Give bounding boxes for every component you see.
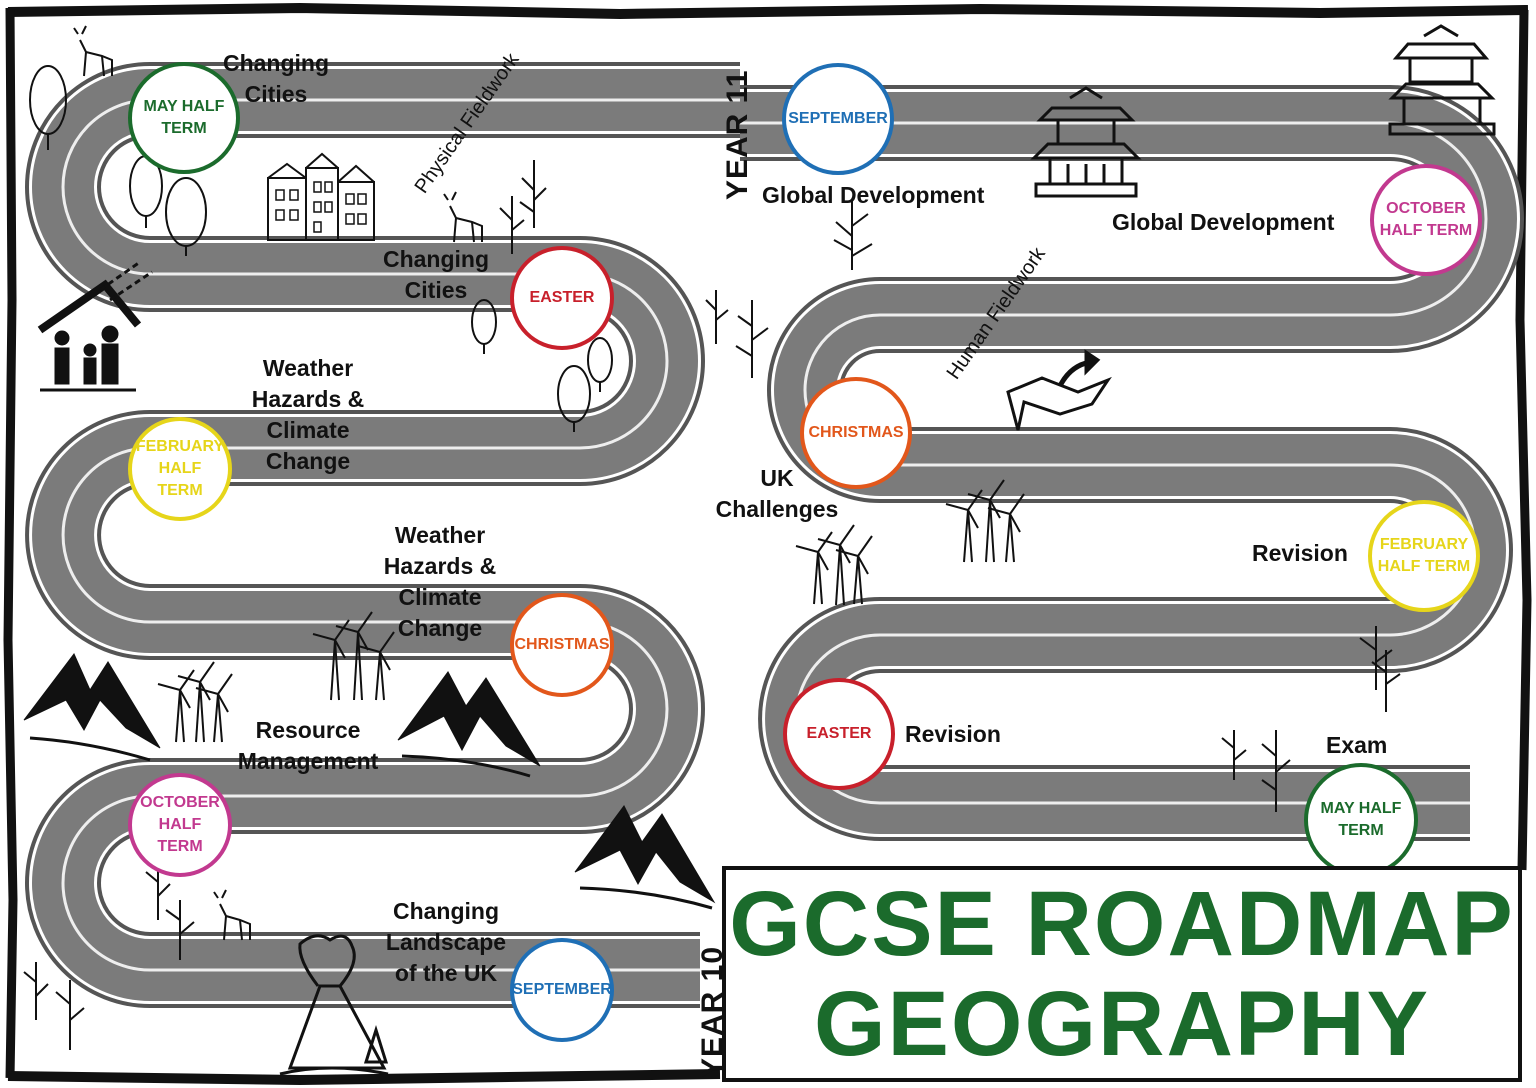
topic-exam: Exam bbox=[1326, 730, 1387, 761]
milestone-label: HALF TERM bbox=[1379, 222, 1473, 239]
topic-line: Change bbox=[397, 615, 483, 641]
topic-resource-management: Resource Management bbox=[218, 715, 398, 777]
topic-line: Revision bbox=[905, 721, 1001, 747]
topic-line: Changing bbox=[222, 50, 330, 76]
pagoda-icon bbox=[1030, 86, 1142, 198]
wind-turbine-icon bbox=[157, 479, 1025, 743]
topic-line: Change bbox=[265, 448, 351, 474]
milestone-y10-september: SEPTEMBER bbox=[510, 938, 614, 1042]
milestone-label: CHRISTMAS bbox=[514, 636, 610, 653]
topic-line: Weather bbox=[262, 355, 354, 381]
topic-changing-cities-2: Changing Cities bbox=[368, 244, 504, 306]
topic-line: Weather bbox=[394, 522, 486, 548]
milestone-label: EASTER bbox=[529, 289, 595, 306]
pagoda-icon bbox=[1388, 24, 1496, 136]
topic-weather-hazards-2: Weather Hazards & Climate Change bbox=[370, 520, 510, 644]
topic-changing-cities-1: Changing Cities bbox=[208, 48, 344, 110]
topic-line: Climate bbox=[266, 417, 350, 443]
topic-line: Cities bbox=[404, 277, 468, 303]
family-house-icon bbox=[37, 260, 153, 392]
milestone-label: MAY HALF bbox=[1320, 800, 1402, 817]
milestone-label: MAY HALF bbox=[143, 98, 225, 115]
milestone-y11-september: SEPTEMBER bbox=[782, 63, 894, 175]
topic-line: Cities bbox=[244, 81, 308, 107]
milestone-y10-october: OCTOBER HALF TERM bbox=[128, 773, 232, 877]
page-frame bbox=[3, 2, 1532, 1086]
milestone-label: OCTOBER bbox=[1386, 200, 1466, 217]
topic-line: Challenges bbox=[715, 496, 839, 522]
milestone-label: HALF TERM bbox=[1377, 558, 1471, 575]
mountain-icon bbox=[23, 653, 716, 910]
milestone-y10-may: MAY HALF TERM bbox=[128, 62, 240, 174]
topic-global-development-2: Global Development bbox=[1112, 207, 1334, 238]
topic-changing-landscape: Changing Landscape of the UK bbox=[368, 896, 524, 989]
year10-road bbox=[25, 62, 740, 1008]
title-line-1: GCSE ROADMAP bbox=[729, 873, 1515, 975]
milestone-y11-may: MAY HALF TERM bbox=[1304, 763, 1418, 877]
milestone-label: OCTOBER bbox=[140, 794, 220, 811]
milestone-y10-february: FEBRUARY HALF TERM bbox=[128, 417, 232, 521]
topic-line: Hazards & bbox=[383, 553, 497, 579]
milestone-y11-october: OCTOBER HALF TERM bbox=[1370, 164, 1482, 276]
bare-tree-icon bbox=[23, 160, 1401, 1050]
topic-line: Resource bbox=[255, 717, 361, 743]
milestone-label: FEBRUARY bbox=[135, 438, 225, 455]
milestone-label: HALF TERM bbox=[157, 816, 203, 855]
milestone-y11-christmas: CHRISTMAS bbox=[800, 377, 912, 489]
milestone-y11-easter: EASTER bbox=[783, 678, 895, 790]
milestone-y10-christmas: CHRISTMAS bbox=[510, 593, 614, 697]
topic-line: Exam bbox=[1326, 732, 1388, 758]
topic-line: Management bbox=[237, 748, 379, 774]
topic-uk-challenges: UK Challenges bbox=[700, 463, 854, 525]
milestone-label: HALF TERM bbox=[157, 460, 203, 499]
title-line-2: GEOGRAPHY bbox=[813, 973, 1431, 1075]
volcano-icon bbox=[279, 934, 389, 1076]
topic-line: Changing bbox=[392, 898, 500, 924]
milestone-label: CHRISTMAS bbox=[808, 424, 904, 441]
topic-line: Changing bbox=[382, 246, 490, 272]
deer-icon bbox=[73, 25, 483, 941]
topic-line: Global Development bbox=[762, 182, 985, 208]
topic-line: UK bbox=[760, 465, 794, 491]
topic-global-development-1: Global Development bbox=[762, 180, 984, 211]
year11-road bbox=[740, 85, 1524, 841]
milestone-label: EASTER bbox=[806, 725, 872, 742]
topic-line: Global Development bbox=[1112, 209, 1335, 235]
milestone-label: TERM bbox=[1338, 822, 1384, 839]
year11-label: YEAR 11 bbox=[721, 69, 754, 200]
milestone-y10-easter: EASTER bbox=[510, 246, 614, 350]
topic-revision-y11-feb: Revision bbox=[1252, 538, 1348, 569]
milestone-label: SEPTEMBER bbox=[788, 110, 888, 127]
topic-revision-y11-easter: Revision bbox=[905, 719, 1001, 750]
topic-weather-hazards-1: Weather Hazards & Climate Change bbox=[238, 353, 378, 477]
milestone-y11-february: FEBRUARY HALF TERM bbox=[1368, 500, 1480, 612]
city-building-icon bbox=[267, 152, 375, 241]
topic-line: Revision bbox=[1252, 540, 1348, 566]
map-arrow-icon bbox=[1006, 349, 1112, 431]
milestone-label: FEBRUARY bbox=[1379, 536, 1469, 553]
milestone-label: TERM bbox=[161, 120, 207, 137]
milestone-label: SEPTEMBER bbox=[512, 981, 612, 998]
title-box: GCSE ROADMAP GEOGRAPHY bbox=[722, 866, 1522, 1082]
topic-line: Landscape bbox=[385, 929, 507, 955]
topic-line: Climate bbox=[398, 584, 482, 610]
topic-line: Hazards & bbox=[251, 386, 365, 412]
topic-line: of the UK bbox=[394, 960, 498, 986]
